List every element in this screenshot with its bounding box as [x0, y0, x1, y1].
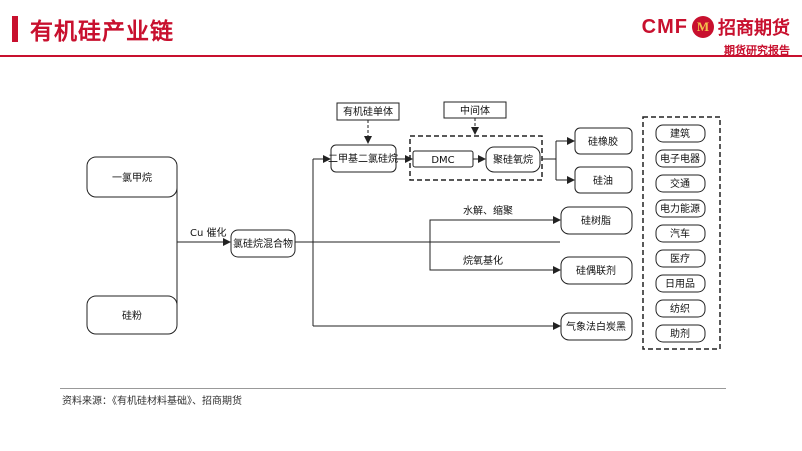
header-divider [0, 55, 802, 57]
svg-text:建筑: 建筑 [670, 127, 690, 140]
svg-text:中间体: 中间体 [460, 104, 490, 117]
svg-text:二甲基二氯硅烷: 二甲基二氯硅烷 [328, 152, 398, 165]
svg-text:氯硅烷混合物: 氯硅烷混合物 [233, 237, 293, 250]
label-hydrolysis: 水解、缩聚 [463, 204, 513, 217]
node-silicon-powder: 硅粉 [86, 295, 178, 335]
application-item: 电子电器 [655, 149, 706, 168]
label-cu-catalyst: Cu 催化 [190, 226, 227, 239]
node-polysiloxane: 聚硅氧烷 [485, 146, 541, 173]
dashed-connectors [364, 118, 479, 144]
application-item: 医疗 [655, 249, 706, 268]
title-accent-bar [12, 16, 18, 42]
application-item: 助剂 [655, 324, 706, 343]
node-chlorosilane-mix: 氯硅烷混合物 [230, 229, 296, 258]
node-silane-coupling-agent: 硅偶联剂 [560, 256, 633, 285]
label-intermediate: 中间体 [443, 101, 507, 119]
node-fumed-silica: 气象法白炭黑 [560, 312, 633, 341]
node-methyl-chloride: 一氯甲烷 [86, 156, 178, 198]
node-silicone-oil: 硅油 [574, 166, 633, 194]
svg-text:硅油: 硅油 [593, 174, 613, 187]
svg-text:交通: 交通 [670, 177, 690, 190]
node-silicone-resin: 硅树脂 [560, 206, 633, 235]
svg-text:DMC: DMC [431, 155, 454, 166]
logo-emblem-icon: M [692, 16, 714, 38]
application-list: 建筑 电子电器 交通 电力能源 汽车 医疗 日用品 纺织 [655, 124, 706, 343]
application-item: 电力能源 [655, 199, 706, 218]
node-silicone-rubber: 硅橡胶 [574, 127, 633, 155]
application-item: 日用品 [655, 274, 706, 293]
intermediate-group-box [409, 135, 543, 181]
page-title: 有机硅产业链 [30, 19, 174, 45]
svg-text:日用品: 日用品 [665, 278, 695, 290]
svg-text:助剂: 助剂 [670, 327, 690, 340]
node-dimethyldichlorosilane: 二甲基二氯硅烷 [328, 144, 398, 173]
source-note: 资料来源：《有机硅材料基础》、招商期货 [62, 396, 242, 407]
svg-text:硅偶联剂: 硅偶联剂 [576, 264, 616, 277]
label-alkoxylation: 烷氧基化 [463, 254, 503, 267]
footer-divider [60, 388, 726, 389]
logo-cmf-text: CMF [641, 15, 688, 38]
svg-text:有机硅单体: 有机硅单体 [343, 105, 393, 118]
svg-text:纺织: 纺织 [670, 302, 690, 315]
svg-text:聚硅氧烷: 聚硅氧烷 [493, 153, 533, 166]
applications-group-box [642, 116, 721, 350]
svg-text:一氯甲烷: 一氯甲烷 [112, 171, 152, 184]
svg-text:汽车: 汽车 [670, 227, 690, 240]
svg-text:硅树脂: 硅树脂 [581, 214, 611, 227]
svg-text:气象法白炭黑: 气象法白炭黑 [566, 320, 626, 333]
brand-logo: CMF M 招商期货 期货研究报告 [642, 14, 790, 58]
svg-text:电子电器: 电子电器 [660, 152, 700, 165]
svg-text:电力能源: 电力能源 [660, 202, 700, 215]
svg-text:医疗: 医疗 [670, 252, 690, 265]
application-item: 纺织 [655, 299, 706, 318]
application-item: 汽车 [655, 224, 706, 243]
node-dmc: DMC [412, 150, 474, 168]
logo-subtitle: 期货研究报告 [724, 44, 790, 57]
svg-text:硅橡胶: 硅橡胶 [588, 135, 618, 148]
application-item: 建筑 [655, 124, 706, 143]
application-item: 交通 [655, 174, 706, 193]
logo-chinese-text: 招商期货 [718, 18, 790, 39]
svg-text:硅粉: 硅粉 [122, 309, 142, 322]
label-organosilicon-monomer: 有机硅单体 [336, 102, 400, 121]
